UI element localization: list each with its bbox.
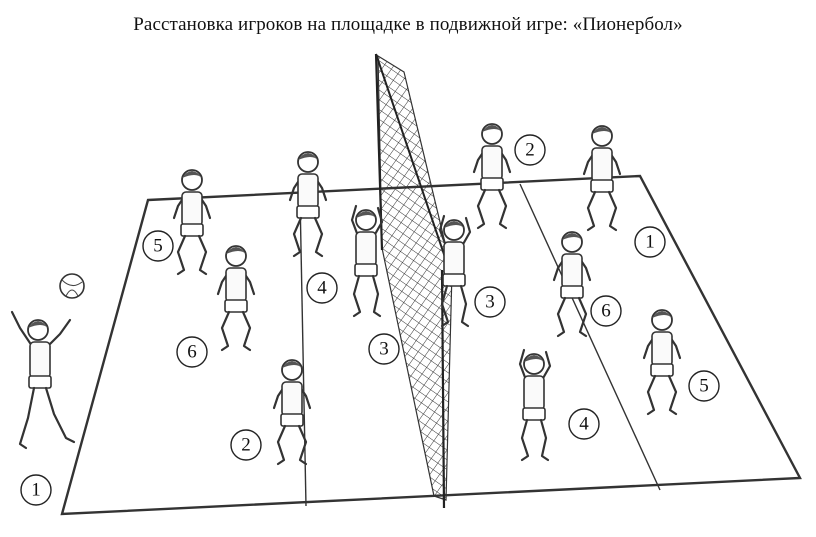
player-figure-icon — [642, 308, 682, 416]
svg-text:5: 5 — [699, 376, 709, 397]
left-team-markers: 1 2 3 4 5 6 — [20, 230, 400, 506]
marker-right-4: 4 — [568, 408, 600, 440]
marker-right-5: 5 — [688, 370, 720, 402]
svg-text:6: 6 — [187, 342, 197, 363]
marker-left-6: 6 — [176, 336, 208, 368]
svg-text:1: 1 — [645, 232, 655, 253]
player-figure-icon — [216, 244, 256, 352]
marker-left-2: 2 — [230, 429, 262, 461]
svg-text:2: 2 — [525, 140, 535, 161]
player-figure-icon — [438, 214, 472, 328]
right-team-markers: 1 2 3 4 5 6 — [474, 134, 720, 440]
player-figure-icon — [518, 348, 552, 462]
right-team-players — [438, 122, 682, 462]
player-figure-icon — [472, 122, 512, 230]
svg-text:4: 4 — [579, 414, 589, 435]
player-figure-icon — [350, 204, 384, 318]
net — [374, 53, 453, 509]
marker-right-3: 3 — [474, 286, 506, 318]
player-figure-icon — [10, 310, 76, 450]
marker-right-2: 2 — [514, 134, 546, 166]
diagram-title: Расстановка игроков на площадке в подвиж… — [133, 14, 683, 35]
left-team-players — [10, 150, 384, 466]
marker-left-1: 1 — [20, 474, 52, 506]
player-figure-icon — [552, 230, 592, 338]
marker-left-3: 3 — [368, 333, 400, 365]
svg-text:2: 2 — [241, 435, 251, 456]
marker-right-1: 1 — [634, 226, 666, 258]
svg-text:4: 4 — [317, 278, 327, 299]
player-figure-icon — [172, 168, 212, 276]
marker-left-5: 5 — [142, 230, 174, 262]
svg-text:3: 3 — [485, 292, 495, 313]
svg-text:1: 1 — [31, 480, 41, 501]
marker-left-4: 4 — [306, 272, 338, 304]
server-player — [10, 273, 85, 450]
svg-text:5: 5 — [153, 236, 163, 257]
player-figure-icon — [288, 150, 328, 258]
svg-text:3: 3 — [379, 339, 389, 360]
court-outline — [60, 174, 802, 516]
marker-right-6: 6 — [590, 295, 622, 327]
svg-text:6: 6 — [601, 301, 611, 322]
